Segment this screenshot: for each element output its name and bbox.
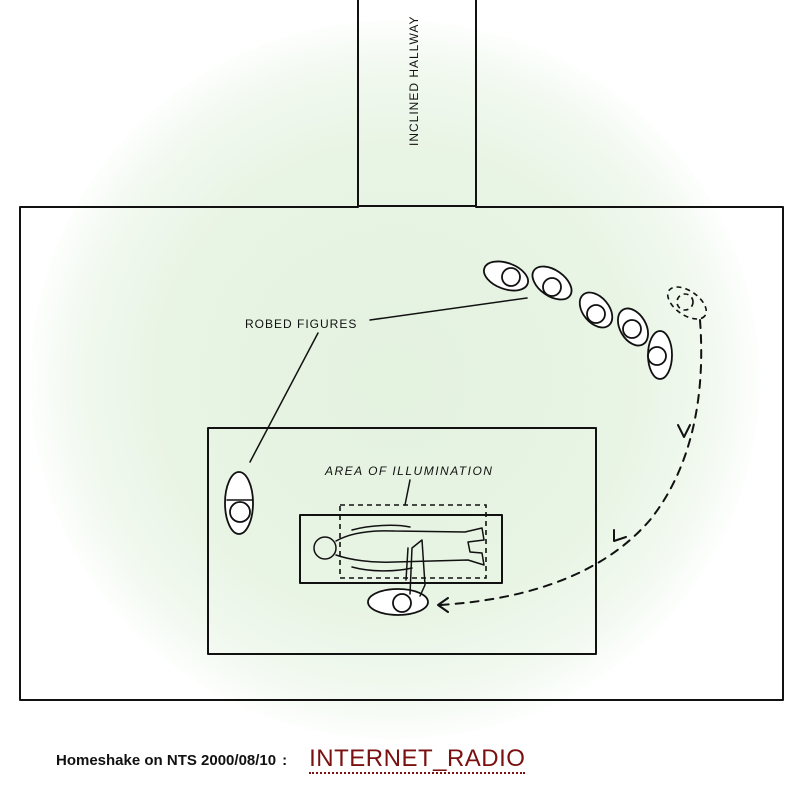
inner-chamber [207, 427, 597, 655]
background-glow [30, 20, 760, 740]
footer-caption: Homeshake on NTS 2000/08/10 : INTERNET_R… [56, 742, 526, 778]
attendant-figure [367, 539, 429, 616]
illumination-pointer [404, 479, 411, 506]
illumination-area [339, 504, 487, 579]
internet-radio-link[interactable]: INTERNET_RADIO [309, 745, 526, 774]
robed-figures-procession [483, 260, 708, 380]
main-room [19, 206, 784, 701]
reclining-body [313, 524, 485, 572]
illumination-label: AREA OF ILLUMINATION [324, 464, 493, 478]
robed-figure [647, 330, 673, 380]
robed-figure [578, 291, 614, 329]
robed-figure-dashed [666, 286, 708, 320]
caption-text: Homeshake on NTS 2000/08/10 [56, 751, 277, 769]
caption-separator: : [282, 751, 288, 769]
hallway [357, 0, 477, 207]
robed-figure [483, 260, 529, 292]
robed-figures-label: ROBED FIGURES [245, 317, 357, 331]
arrowhead [677, 424, 691, 438]
robed-figure [531, 265, 573, 301]
robed-figure [617, 307, 649, 347]
arrowhead [437, 597, 449, 613]
robed-figure-left [224, 471, 254, 535]
hallway-label: INCLINED HALLWAY [407, 16, 421, 146]
robed-figures-pointer-right [369, 297, 528, 321]
table-slab [299, 514, 503, 584]
arrowhead [613, 529, 627, 542]
movement-path [439, 319, 703, 606]
robed-figures-pointer-left [249, 332, 319, 463]
